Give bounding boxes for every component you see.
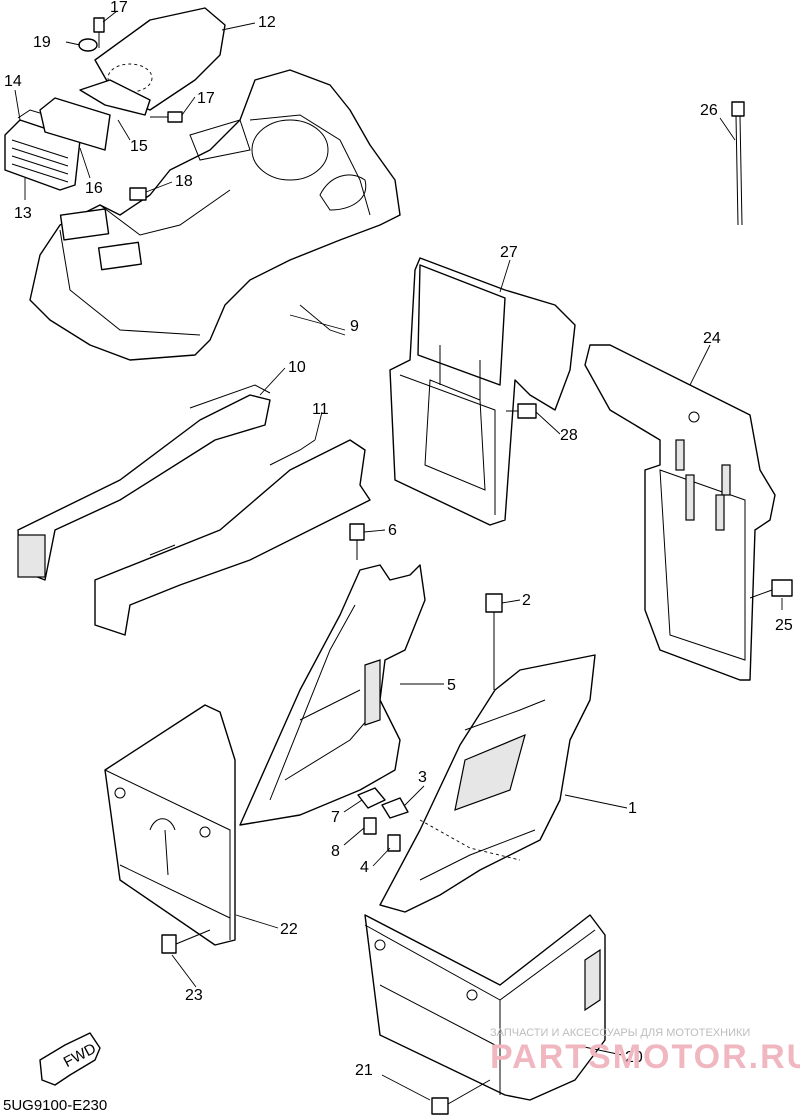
- bolt-4: [387, 834, 401, 852]
- bolt-2: [485, 593, 503, 690]
- bolt-28: [506, 403, 537, 419]
- clip-18: [129, 187, 147, 201]
- callout-3: 3: [418, 769, 427, 786]
- callout-9: 9: [350, 318, 359, 335]
- side-rail-part-11: [94, 439, 371, 636]
- callout-14: 14: [4, 73, 22, 90]
- bolt-23: [161, 929, 211, 954]
- callout-10: 10: [288, 359, 306, 376]
- callout-23: 23: [185, 987, 203, 1004]
- bracket-part-15: [79, 79, 151, 116]
- watermark-brand: PARTSMOTOR.RU: [490, 1038, 800, 1076]
- callout-8: 8: [331, 843, 340, 860]
- nut-3: [381, 797, 409, 819]
- cable-tie-26: [731, 101, 745, 226]
- callout-13: 13: [14, 205, 32, 222]
- callout-25: 25: [775, 617, 793, 634]
- bolt-6: [349, 523, 365, 560]
- side-panel-part-24: [584, 344, 776, 681]
- callout-15: 15: [130, 138, 148, 155]
- callout-12: 12: [258, 14, 276, 31]
- washer-19: [78, 38, 98, 52]
- bolt-25: [749, 579, 793, 599]
- callout-27: 27: [500, 244, 518, 261]
- diagram-reference-code: 5UG9100-E230: [3, 1097, 107, 1114]
- side-rail-part-10: [17, 384, 271, 581]
- bracket-part-27: [389, 257, 576, 526]
- bolt-21: [431, 1079, 491, 1115]
- upper-body-cowl: [29, 69, 401, 361]
- callout-26: 26: [700, 102, 718, 119]
- watermark-tagline: ЗАПЧАСТИ И АКСЕССУАРЫ ДЛЯ МОТОТЕХНИКИ: [490, 1027, 750, 1039]
- callout-5: 5: [447, 677, 456, 694]
- bolt-17-side: [150, 111, 183, 123]
- bolt-8: [363, 817, 377, 835]
- side-cover-part-1: [379, 654, 596, 913]
- callout-18: 18: [175, 173, 193, 190]
- callout-19: 19: [33, 34, 51, 51]
- callout-21: 21: [355, 1062, 373, 1079]
- callout-17-top: 17: [110, 0, 128, 16]
- callout-2: 2: [522, 592, 531, 609]
- callout-24: 24: [703, 330, 721, 347]
- callout-7: 7: [331, 809, 340, 826]
- callout-20: 20: [625, 1049, 643, 1066]
- watermark: ЗАПЧАСТИ И АКСЕССУАРЫ ДЛЯ МОТОТЕХНИКИ PA…: [490, 1027, 800, 1076]
- pad-part-16: [39, 97, 111, 151]
- callout-6: 6: [388, 522, 397, 539]
- callout-16: 16: [85, 180, 103, 197]
- lower-panel-part-22: [104, 704, 236, 946]
- bolt-17-top: [93, 17, 105, 48]
- nut-7: [357, 787, 386, 809]
- callout-17-side: 17: [197, 90, 215, 107]
- leader-lines: [14, 10, 783, 1101]
- lower-panel-part-20: [364, 914, 606, 1101]
- callout-22: 22: [280, 921, 298, 938]
- callout-28: 28: [560, 427, 578, 444]
- callout-4: 4: [360, 859, 369, 876]
- callout-1: 1: [628, 800, 637, 817]
- fwd-arrow-icon: FWD: [39, 1032, 101, 1086]
- callout-labels: 1 2 3 4 5 6 7 8 9 10 11 12 13 14 15 16 1…: [4, 0, 793, 1079]
- side-cover-part-5: [239, 564, 426, 826]
- callout-11: 11: [312, 401, 329, 418]
